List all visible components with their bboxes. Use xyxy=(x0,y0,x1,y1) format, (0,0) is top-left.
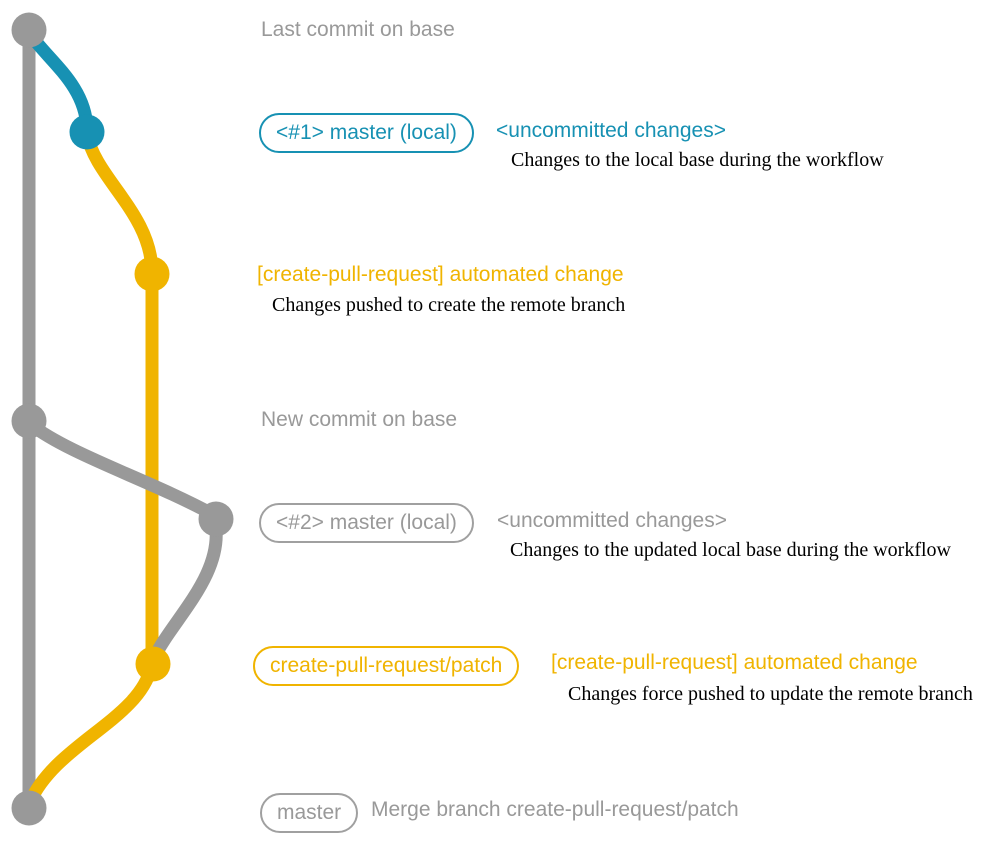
badge-master-final-text: master xyxy=(277,801,342,824)
commit-node-local-2 xyxy=(198,501,234,537)
badge-master-local-1-text: <#1> master (local) xyxy=(276,121,457,144)
patch-branch-curve-1 xyxy=(80,127,159,277)
commit-node-local-1 xyxy=(69,114,105,150)
commit-node-merge xyxy=(11,790,47,826)
label-last-commit-on-base: Last commit on base xyxy=(261,18,455,41)
commit-node-new-base xyxy=(11,403,47,439)
local-branch-curve-3 xyxy=(147,515,223,665)
description-updated-local-base: Changes to the updated local base during… xyxy=(510,539,951,561)
description-pushed-create: Changes pushed to create the remote bran… xyxy=(272,294,626,316)
note-automated-change-1: [create-pull-request] automated change xyxy=(257,263,624,286)
description-local-base: Changes to the local base during the wor… xyxy=(511,149,884,171)
note-uncommitted-changes-1: <uncommitted changes> xyxy=(496,119,726,142)
commit-node-patch-1 xyxy=(134,256,170,292)
label-new-commit-on-base: New commit on base xyxy=(261,408,458,431)
badge-master-final: master xyxy=(260,793,359,833)
badge-master-local-1: <#1> master (local) xyxy=(259,113,474,153)
local-branch-curve-1 xyxy=(23,27,94,135)
commit-node-patch-2 xyxy=(135,646,171,682)
commit-node-last-base xyxy=(11,12,47,48)
local-branch-curve-2 xyxy=(23,417,221,522)
note-uncommitted-changes-2: <uncommitted changes> xyxy=(497,509,727,532)
note-automated-change-2: [create-pull-request] automated change xyxy=(551,651,918,674)
badge-master-local-2: <#2> master (local) xyxy=(259,503,474,543)
badge-create-pull-request-patch-text: create-pull-request/patch xyxy=(270,654,503,677)
patch-merge-curve xyxy=(23,661,158,809)
description-force-pushed: Changes force pushed to update the remot… xyxy=(568,683,973,705)
label-merge-branch: Merge branch create-pull-request/patch xyxy=(371,798,739,821)
badge-master-local-2-text: <#2> master (local) xyxy=(276,511,457,534)
badge-create-pull-request-patch: create-pull-request/patch xyxy=(253,646,520,686)
